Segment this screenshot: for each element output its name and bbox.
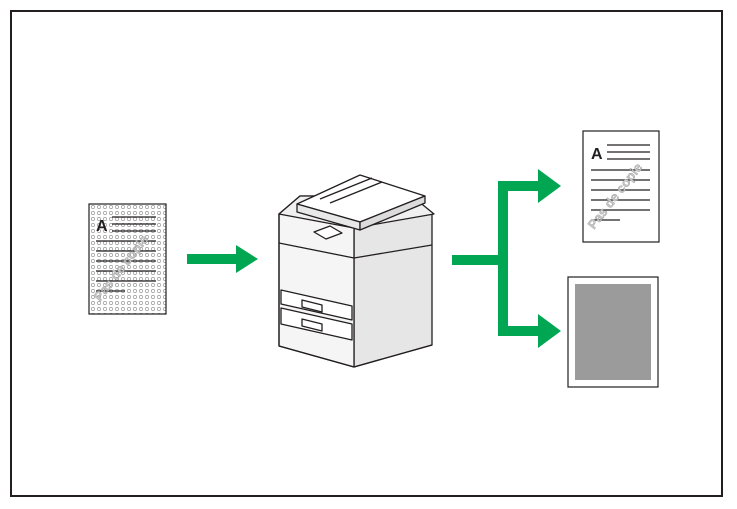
copied-document-icon	[582, 130, 660, 243]
document-header-letter: A	[96, 218, 108, 235]
original-document: A Pas de copie	[88, 203, 167, 315]
gray-page	[567, 276, 659, 388]
patterned-document-icon	[88, 203, 167, 315]
input-arrow	[187, 245, 258, 273]
output-fork-arrow	[452, 169, 561, 348]
copier-icon	[278, 174, 435, 368]
document-text-lines	[591, 144, 650, 221]
document-header-letter: A	[591, 146, 603, 163]
copied-document: A Pas de copie	[582, 130, 660, 243]
document-text-lines	[96, 216, 156, 292]
